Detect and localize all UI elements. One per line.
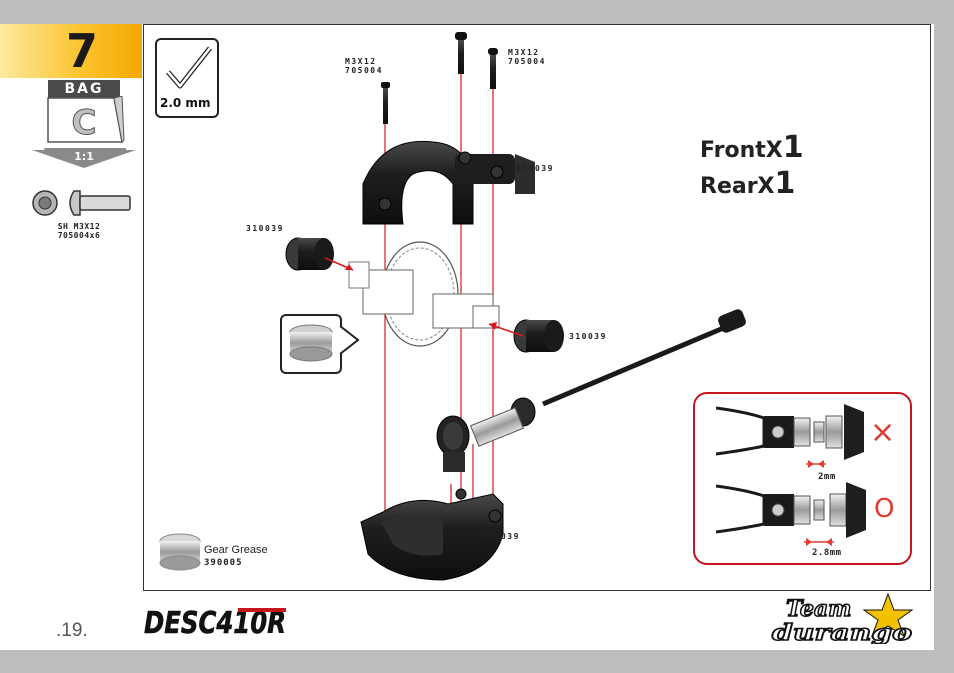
gearbox-bottom-half	[360, 488, 504, 581]
desc410r-logo: DESC410R	[144, 606, 287, 638]
wrong-gap-label: 2mm	[818, 472, 836, 482]
right-mark-icon: O	[874, 494, 895, 524]
brand-logo-line1: Team	[786, 596, 851, 622]
screw-left	[381, 82, 390, 124]
bag-ratio: 1:1	[74, 150, 94, 163]
screw-left-name: M3X12	[345, 57, 377, 66]
front-value: 1	[782, 130, 804, 165]
hex-wrench-icon	[166, 46, 212, 89]
grease-code: 390005	[204, 558, 243, 568]
screw-right	[488, 48, 498, 89]
screw-right-label: M3X12 705004	[508, 48, 546, 66]
hardware-name: SH M3X12	[57, 222, 101, 231]
right-gap-label: 2.8mm	[812, 548, 842, 558]
screw-left-code: 705004	[345, 66, 383, 75]
inset-wrong-assembly	[716, 404, 864, 468]
bushing-right	[513, 319, 564, 353]
rear-value: 1	[774, 166, 796, 201]
gear-grease-icon	[159, 533, 201, 571]
front-label: FrontX	[700, 138, 783, 163]
pinion-gear	[436, 415, 470, 472]
front-quantity: FrontX1	[700, 130, 804, 165]
inset-right-assembly	[716, 482, 866, 546]
wrong-mark-icon: ×	[870, 415, 896, 450]
bushing-right-label: 310039	[569, 332, 607, 341]
driveshaft	[469, 309, 746, 447]
grease-callout-icon	[289, 324, 360, 362]
spacing-inset	[693, 392, 912, 565]
tool-size: 2.0 mm	[160, 96, 211, 110]
team-durango-logo: Team durango	[771, 592, 914, 644]
bag-c-icon: C	[44, 96, 126, 154]
differential	[348, 241, 500, 347]
rear-quantity: RearX1	[700, 166, 795, 201]
bushing-top-label: 310039	[516, 164, 554, 173]
spacing-inset-diagram	[716, 404, 866, 546]
button-head-screw-icon	[32, 190, 131, 216]
screw-left-label: M3X12 705004	[345, 57, 383, 75]
bushing-left	[285, 237, 334, 271]
rear-label: RearX	[700, 174, 775, 199]
gearbox-top-half	[362, 140, 535, 225]
hardware-code: 705004x6	[57, 231, 101, 240]
step-number: 7	[66, 24, 99, 78]
page-number: .19.	[56, 620, 88, 641]
screw-right-name: M3X12	[508, 48, 540, 57]
bag-letter: C	[72, 103, 97, 143]
screw-center	[455, 32, 467, 74]
bag-label: BAG	[48, 80, 120, 98]
assembly-diagram	[285, 32, 746, 581]
bushing-bottom-label: 310039	[482, 532, 520, 541]
grease-name: Gear Grease	[204, 544, 268, 556]
brand-logo-line2: durango	[772, 620, 912, 644]
bushing-left-label: 310039	[246, 224, 284, 233]
ratio-arrow	[32, 150, 136, 168]
screw-right-code: 705004	[508, 57, 546, 66]
hardware-label: SH M3X12 705004x6	[34, 222, 124, 240]
step-tab	[0, 24, 142, 78]
